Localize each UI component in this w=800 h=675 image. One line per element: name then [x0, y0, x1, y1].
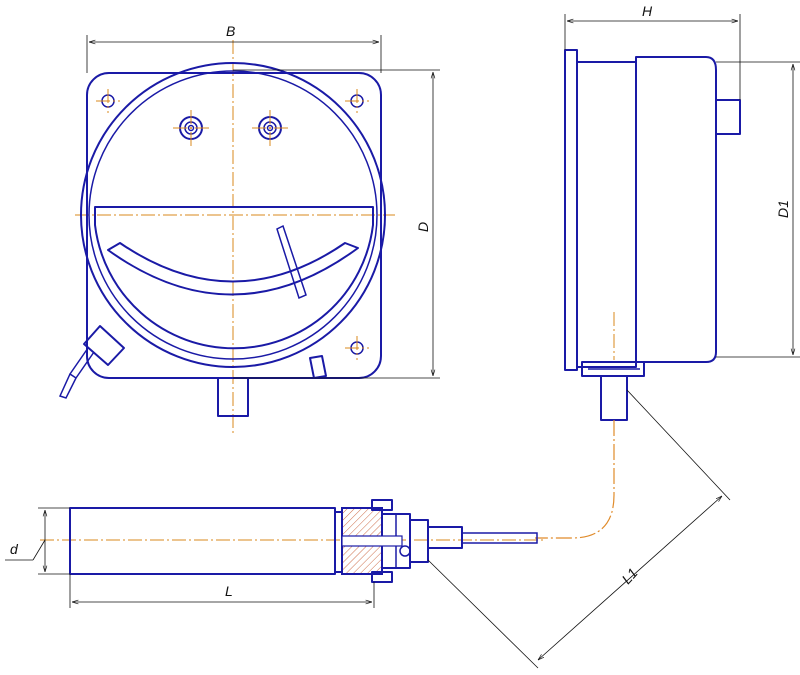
- probe-view: d L L1: [5, 389, 731, 669]
- dim-B: B: [86, 23, 382, 73]
- side-rim: [576, 61, 637, 368]
- dim-D: D: [233, 69, 440, 379]
- side-nipple: [309, 355, 327, 379]
- mounting-flange: [86, 72, 382, 379]
- side-top-nipple: [715, 99, 741, 135]
- capillary-exit: [58, 325, 125, 399]
- label-d: d: [10, 541, 19, 557]
- side-bottom-stem: [600, 375, 628, 421]
- dim-d: d: [5, 507, 70, 575]
- label-D1: D1: [775, 200, 791, 218]
- dim-L: L: [69, 574, 375, 608]
- side-case: [635, 56, 717, 363]
- side-flange: [564, 49, 578, 371]
- capillary-tube: [535, 420, 615, 539]
- probe-bulb: [69, 507, 336, 575]
- label-H: H: [642, 3, 653, 19]
- dim-H: H: [564, 3, 741, 100]
- label-L: L: [225, 583, 233, 599]
- dial-window: [94, 206, 374, 350]
- dim-L1: L1: [427, 389, 731, 669]
- front-view: B D: [58, 23, 440, 435]
- gauge-case-inner: [88, 70, 378, 360]
- adjust-screws: [173, 110, 288, 146]
- probe-fitting: [334, 499, 538, 583]
- pointer: [276, 224, 307, 300]
- label-D: D: [415, 222, 431, 232]
- dim-D1: D1: [716, 61, 800, 358]
- scale-arc: [107, 242, 359, 296]
- label-L1: L1: [618, 565, 640, 587]
- label-B: B: [226, 23, 235, 39]
- mounting-holes: [96, 89, 369, 360]
- gauge-case-outer: [80, 62, 386, 368]
- side-view: H D1: [564, 3, 800, 421]
